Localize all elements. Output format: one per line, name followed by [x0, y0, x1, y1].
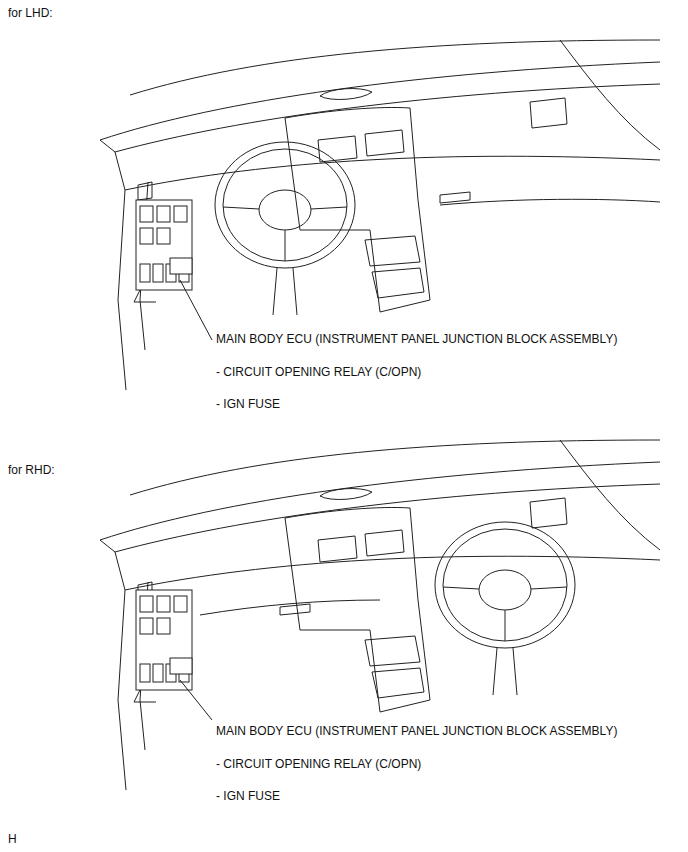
audio-panel	[365, 236, 420, 266]
centre-vent	[365, 130, 404, 156]
steering-wheel	[435, 522, 575, 648]
centre-vent	[318, 136, 357, 162]
centre-stack	[285, 107, 430, 312]
steering-spoke	[311, 207, 347, 209]
side-vent	[138, 182, 152, 200]
junction-block	[134, 590, 192, 702]
steering-column	[493, 648, 517, 695]
dash-top	[100, 462, 660, 540]
figure-code: H	[8, 832, 17, 846]
steering-column	[273, 268, 297, 315]
rhd-dashboard	[100, 440, 660, 790]
glove-box-line	[440, 199, 660, 205]
part-label: MAIN BODY ECU (INSTRUMENT PANEL JUNCTION…	[216, 724, 617, 738]
leader-line	[180, 280, 212, 340]
part-label: - IGN FUSE	[216, 397, 280, 411]
side-panel	[118, 590, 126, 790]
side-panel	[118, 190, 126, 390]
section-heading: for LHD:	[8, 6, 53, 20]
a-pillar	[560, 440, 660, 550]
dash-face	[125, 156, 660, 190]
steering-wheel	[223, 149, 347, 261]
audio-panel	[365, 636, 420, 666]
dash-end	[100, 540, 125, 590]
dash-top-inner	[115, 84, 660, 152]
centre-vent	[365, 530, 404, 556]
steering-hub	[479, 570, 531, 610]
part-label: - CIRCUIT OPENING RELAY (C/OPN)	[216, 365, 421, 379]
leader-line	[180, 680, 212, 720]
steering-spoke	[443, 587, 479, 589]
steering-spoke	[531, 587, 567, 589]
part-label: - IGN FUSE	[216, 789, 280, 803]
steering-spoke	[285, 230, 286, 261]
centre-vent	[318, 536, 357, 562]
control-panel	[372, 268, 424, 298]
steering-wheel	[215, 142, 355, 268]
glove-box-handle	[440, 192, 470, 203]
centre-stack	[285, 507, 430, 712]
section-heading: for RHD:	[8, 463, 55, 477]
steering-wheel	[443, 529, 567, 641]
steering-spoke	[223, 207, 259, 209]
glove-box-line	[200, 600, 380, 615]
dash-top	[100, 62, 660, 140]
a-pillar	[560, 40, 660, 150]
steering-spoke	[505, 610, 506, 641]
dash-top-inner	[115, 484, 660, 552]
part-label: - CIRCUIT OPENING RELAY (C/OPN)	[216, 757, 421, 771]
part-label: MAIN BODY ECU (INSTRUMENT PANEL JUNCTION…	[216, 332, 617, 346]
lhd-dashboard	[100, 40, 660, 390]
glove-box-handle	[280, 604, 310, 615]
dash-face	[125, 556, 660, 590]
dash-end	[100, 140, 125, 190]
control-panel	[372, 668, 424, 698]
side-vent	[530, 98, 567, 128]
speaker-grille	[320, 489, 372, 500]
speaker-grille	[320, 89, 372, 100]
side-vent	[530, 498, 567, 528]
steering-hub	[259, 190, 311, 230]
